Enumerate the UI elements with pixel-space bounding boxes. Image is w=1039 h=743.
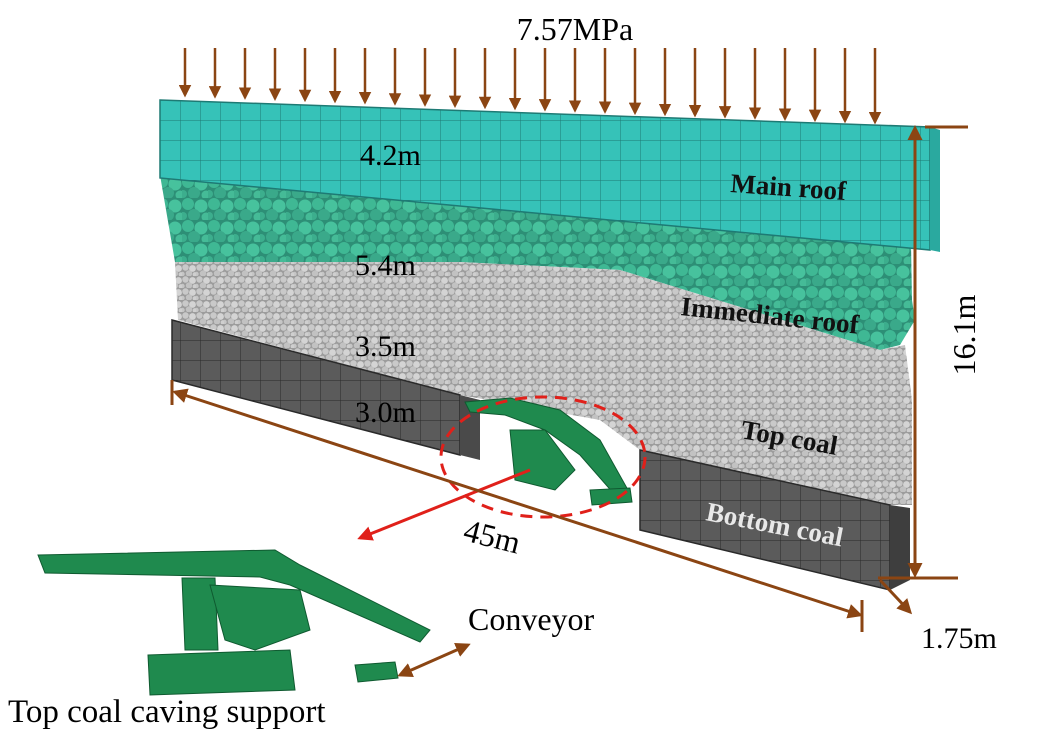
dimension-arrows <box>170 125 968 678</box>
load-label: 7.57MPa <box>517 11 633 47</box>
main-roof-block <box>159 99 940 252</box>
support-detail <box>37 549 431 696</box>
thickness-immediate-roof: 5.4m <box>355 249 416 282</box>
load-arrows <box>178 48 882 125</box>
thickness-main-roof: 4.2m <box>360 139 421 172</box>
thickness-top-coal: 3.5m <box>355 330 416 363</box>
width-dim-line <box>878 578 913 615</box>
dimension-length-label: 45m <box>460 512 524 561</box>
dimension-height-label: 16.1m <box>946 294 982 375</box>
conveyor-pointer <box>397 642 471 678</box>
thickness-bottom-coal: 3.0m <box>355 396 416 429</box>
dimension-width-label: 1.75m <box>921 622 997 655</box>
conveyor-label: Conveyor <box>468 601 595 637</box>
support-label: Top coal caving support <box>8 694 326 730</box>
length-dim-line <box>172 388 863 619</box>
